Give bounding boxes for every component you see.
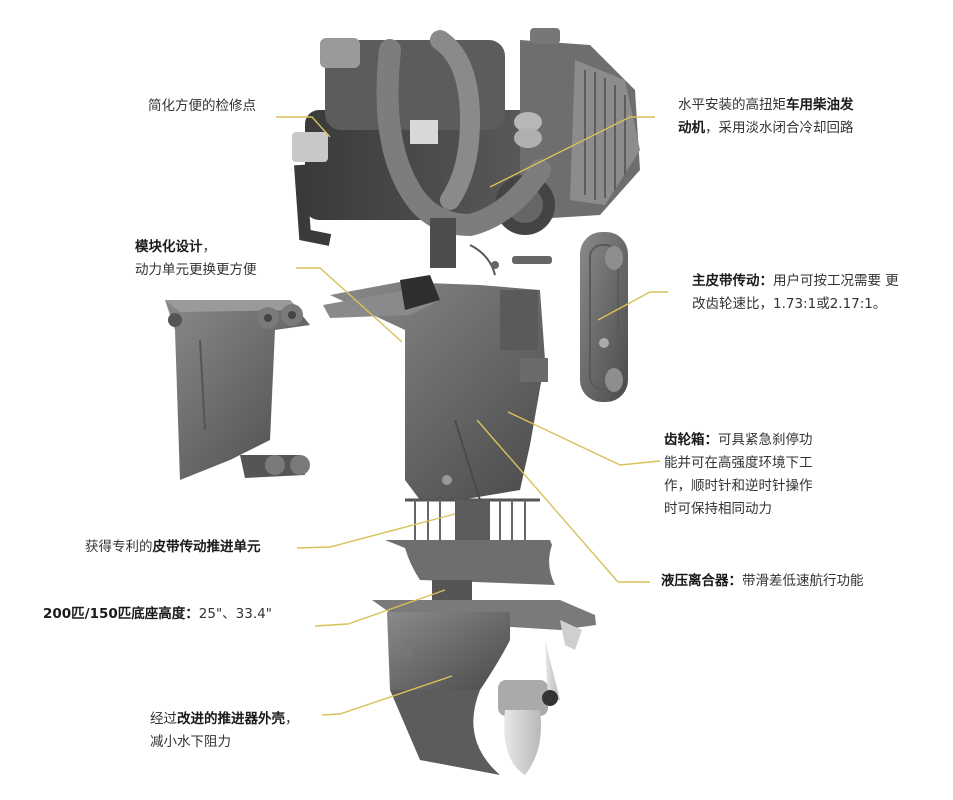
callout-text: ，采用淡水闭合冷却回路 [705, 120, 854, 136]
callout-text: 简化方便的检修点 [148, 98, 256, 114]
leader-housing [321, 675, 453, 716]
callout-propeller-housing: 经过改进的推进器外壳， 减小水下阻力 [150, 708, 299, 754]
leader-clutch [476, 419, 650, 583]
callout-line: 获得专利的皮带传动推进单元 [85, 536, 261, 559]
callout-emphasis: 动机 [678, 120, 705, 136]
callout-text: 时可保持相同动力 [664, 501, 772, 517]
gear-case-housing [372, 600, 596, 775]
callout-text: 能并可在高强度环境下工 [664, 455, 813, 471]
callout-text: 带滑差低速航行功能 [742, 573, 864, 589]
callout-emphasis: 模块化设计 [135, 239, 203, 255]
leader-lines [276, 116, 668, 716]
callout-text: 减小水下阻力 [150, 734, 231, 750]
callout-emphasis: 主皮带传动： [692, 273, 773, 289]
callout-text: 获得专利的 [85, 539, 153, 555]
leader-height [314, 589, 446, 627]
callout-line: 水平安装的高扭矩车用柴油发 [678, 94, 854, 117]
callout-text: ， [285, 711, 299, 727]
callout-text: 动力单元更换更方便 [135, 262, 257, 278]
propeller [498, 640, 560, 775]
callout-line: 经过改进的推进器外壳， [150, 708, 299, 731]
callout-text: ， [202, 239, 217, 255]
leader-service [276, 116, 331, 138]
callout-main-belt-drive: 主皮带传动：用户可按工况需要 更改齿轮速比，1.73:1或2.17:1。 [692, 270, 899, 316]
callout-diesel-engine: 水平安装的高扭矩车用柴油发动机，采用淡水闭合冷却回路 [678, 94, 854, 140]
callout-service-access: 简化方便的检修点 [148, 95, 256, 118]
callout-text: 经过 [150, 711, 177, 727]
diesel-engine [292, 28, 640, 268]
transom-bracket [165, 300, 310, 480]
callout-emphasis: 齿轮箱： [664, 432, 718, 448]
leader-belt [597, 291, 668, 321]
callout-line: 液压离合器：带滑差低速航行功能 [661, 570, 864, 593]
callout-emphasis: 车用柴油发 [786, 97, 854, 113]
callout-emphasis: 液压离合器： [661, 573, 742, 589]
callout-mount-height: 200匹/150匹底座高度：25"、33.4" [43, 603, 272, 626]
midsection-housing [323, 275, 548, 501]
propulsion-unit-cage [385, 498, 555, 605]
callout-line: 作，顺时针和逆时针操作 [664, 475, 813, 498]
sensor-parts [469, 244, 552, 276]
callout-line: 能并可在高强度环境下工 [664, 452, 813, 475]
callout-gearbox: 齿轮箱：可具紧急刹停功能并可在高强度环境下工作，顺时针和逆时针操作时可保持相同动… [664, 429, 813, 521]
callout-text: 改齿轮速比，1.73:1或2.17:1。 [692, 296, 887, 312]
callout-line: 动力单元更换更方便 [135, 259, 257, 282]
leader-propulsion [296, 513, 456, 549]
callout-modular-design: 模块化设计， 动力单元更换更方便 [135, 236, 257, 282]
callout-line: 改齿轮速比，1.73:1或2.17:1。 [692, 293, 899, 316]
callout-line: 主皮带传动：用户可按工况需要 更 [692, 270, 899, 293]
callout-line: 减小水下阻力 [150, 731, 299, 754]
leader-modular [296, 267, 403, 343]
callout-text: 作，顺时针和逆时针操作 [664, 478, 813, 494]
callout-text: 用户可按工况需要 更 [773, 273, 899, 289]
callout-emphasis: 200匹/150匹底座高度： [43, 606, 199, 622]
leader-engine [489, 116, 655, 188]
callout-belt-propulsion-unit: 获得专利的皮带传动推进单元 [85, 536, 261, 559]
leader-gearbox [507, 411, 661, 466]
callout-line: 200匹/150匹底座高度：25"、33.4" [43, 603, 272, 626]
callout-line: 简化方便的检修点 [148, 95, 256, 118]
callout-line: 模块化设计， [135, 236, 257, 259]
callout-line: 时可保持相同动力 [664, 498, 813, 521]
callout-emphasis: 改进的推进器外壳 [177, 711, 285, 727]
callout-line: 齿轮箱：可具紧急刹停功 [664, 429, 813, 452]
callout-emphasis: 皮带传动推进单元 [152, 539, 261, 555]
callout-text: 水平安装的高扭矩 [678, 97, 786, 113]
callout-text: 可具紧急刹停功 [718, 432, 813, 448]
callout-hydraulic-clutch: 液压离合器：带滑差低速航行功能 [661, 570, 864, 593]
callout-line: 动机，采用淡水闭合冷却回路 [678, 117, 854, 140]
callout-text: 25"、33.4" [198, 606, 272, 622]
